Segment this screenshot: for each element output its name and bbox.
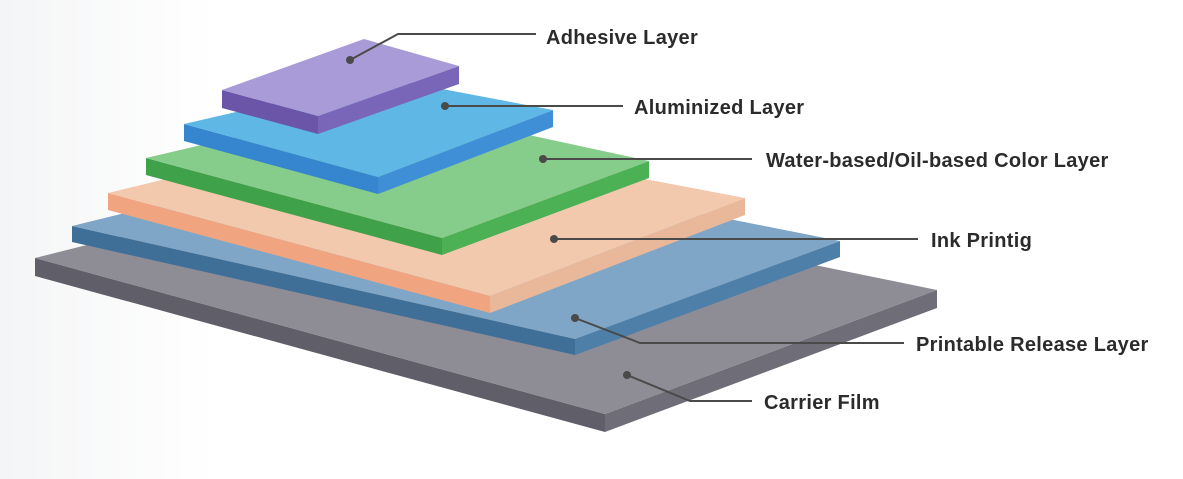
color-front-face [146, 158, 442, 255]
label-printable-release-layer: Printable Release Layer [916, 334, 1149, 356]
label-color-layer: Water-based/Oil-based Color Layer [766, 150, 1109, 172]
aluminized-top-face [184, 78, 553, 177]
leader-adhesive [346, 33, 536, 64]
carrier-side-face [605, 290, 937, 432]
leader-aluminized [441, 102, 623, 110]
label-ink-printing: Ink Printig [931, 230, 1032, 252]
adhesive-front-face [222, 90, 318, 134]
carrier-front-face [35, 258, 605, 432]
leader-color [539, 155, 752, 163]
ink-front-face [108, 193, 490, 313]
label-adhesive-layer: Adhesive Layer [546, 27, 698, 49]
release-side-face [575, 241, 840, 355]
release-front-face [72, 226, 575, 355]
adhesive-side-face [318, 66, 459, 134]
leader-dot-ink [550, 235, 558, 243]
layer-adhesive [222, 39, 459, 134]
leader-line-release [574, 317, 904, 344]
leader-dot-color [539, 155, 547, 163]
leader-dot-release [571, 314, 579, 322]
leader-dot-adhesive [346, 56, 354, 64]
aluminized-side-face [378, 110, 553, 194]
label-carrier-film: Carrier Film [764, 392, 880, 414]
leader-release [571, 314, 904, 344]
adhesive-top-face [222, 39, 459, 116]
leader-line-adhesive [349, 33, 536, 61]
leader-dot-aluminized [441, 102, 449, 110]
color-side-face [442, 161, 649, 255]
ink-side-face [490, 198, 745, 313]
leader-dot-carrier [623, 371, 631, 379]
layer-aluminized [184, 78, 553, 194]
leader-ink [550, 235, 918, 243]
aluminized-front-face [184, 124, 378, 194]
label-aluminized-layer: Aluminized Layer [634, 97, 804, 119]
leader-line-carrier [626, 374, 752, 402]
leader-carrier [623, 371, 752, 402]
